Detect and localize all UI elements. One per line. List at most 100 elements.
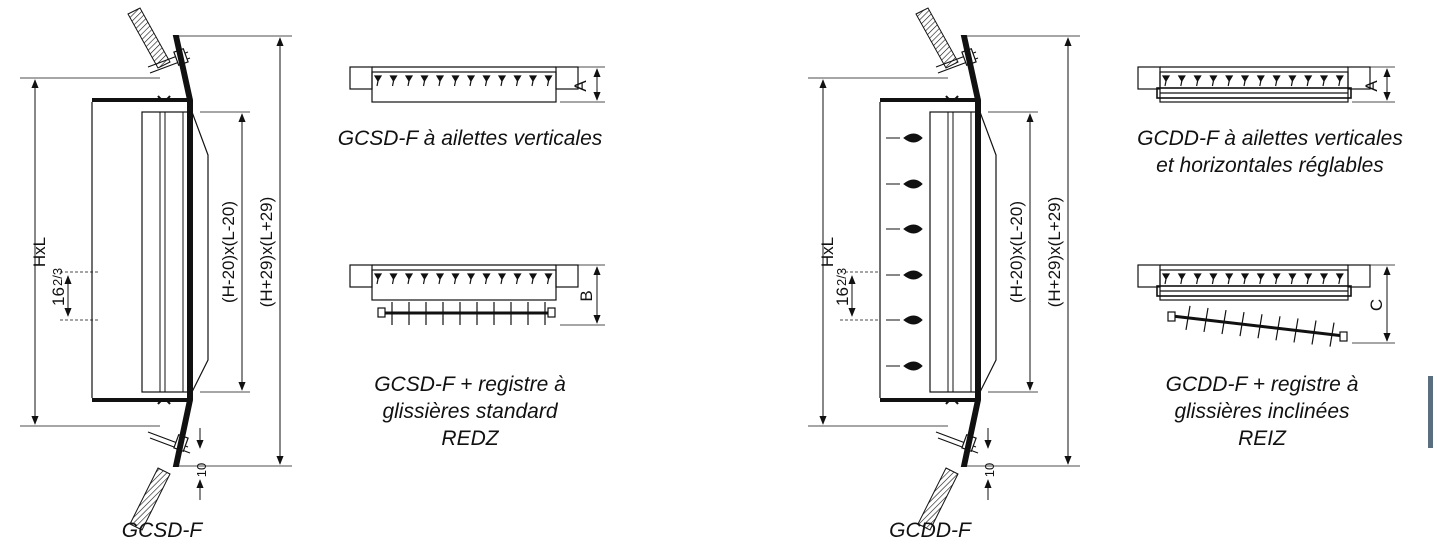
blade-stem — [1290, 278, 1293, 285]
blade-stem — [1211, 278, 1214, 285]
gcdd-top-dim-a: A — [1362, 80, 1381, 92]
blade-head — [497, 273, 507, 281]
gcsd-dim-outer: (H+29)x(L+29) — [257, 197, 276, 308]
blade-head — [497, 75, 507, 83]
blade-stem — [407, 80, 410, 87]
gcsd-bottom-view — [349, 264, 605, 326]
wall-bottom — [917, 467, 959, 531]
blade-stem — [531, 80, 534, 87]
blade-head — [466, 273, 476, 281]
blade-stem — [469, 80, 472, 87]
blade-stem — [407, 278, 410, 285]
blade-head — [1335, 273, 1344, 281]
gcdd-bottom-caption-3: REIZ — [1238, 427, 1287, 450]
blade-head — [435, 75, 445, 83]
blade-head — [404, 273, 414, 281]
inclined-damper-blades — [1185, 305, 1335, 347]
gcdd-dim-inner: (H-20)x(L-20) — [1007, 201, 1026, 303]
blade-stem — [531, 278, 534, 285]
gcsd-title: GCSD-F — [122, 519, 204, 542]
blade-head — [1272, 273, 1281, 281]
blade-stem — [438, 80, 441, 87]
blade-stem — [1275, 278, 1278, 285]
gcdd-section-drawing — [808, 7, 1080, 531]
blade-head — [1193, 75, 1202, 83]
blade-head — [420, 273, 429, 281]
horizontal-blades — [886, 133, 923, 371]
blade-stem — [546, 278, 550, 285]
blade-head — [373, 75, 383, 83]
blade-head — [1225, 75, 1234, 83]
blade-head — [435, 273, 445, 281]
blade-head — [528, 75, 538, 83]
blade-stem — [1306, 278, 1309, 285]
blade-head — [1319, 75, 1329, 83]
blade-head — [513, 273, 522, 281]
blade-head — [1225, 273, 1234, 281]
gcsd-top-dim-a: A — [571, 80, 590, 92]
blade-stem — [1227, 278, 1230, 285]
blade-stem — [484, 278, 488, 285]
blade-head — [1304, 75, 1313, 83]
blade-head — [1161, 273, 1171, 281]
blade-head — [1256, 273, 1265, 281]
blade-stem — [1322, 278, 1325, 285]
blade-head — [1256, 75, 1265, 83]
blade-head — [451, 273, 460, 281]
blade-head — [544, 75, 553, 83]
gcsd-bottom-caption-1: GCSD-F + registre à — [374, 373, 566, 396]
blade-head — [1240, 273, 1250, 281]
gcdd-dim-pitch-frac: 2/3 — [834, 268, 849, 286]
blade-head — [1177, 75, 1186, 83]
gcdd-bottom-view — [1137, 264, 1395, 347]
blade-stem — [1196, 278, 1199, 285]
damper-blade — [1293, 318, 1299, 343]
blade-stem — [376, 278, 379, 285]
wall-bottom — [129, 467, 171, 531]
blade-stem — [1211, 80, 1214, 87]
gcsd-bottom-dim-b: B — [577, 290, 596, 301]
blade-row-4 — [1161, 273, 1344, 285]
blade-head — [1161, 75, 1171, 83]
blade-stem — [422, 80, 426, 87]
blade-stem — [469, 278, 472, 285]
blade-head — [389, 75, 398, 83]
blade-head — [1288, 75, 1297, 83]
blade-stem — [1180, 80, 1183, 87]
blade-stem — [422, 278, 426, 285]
blade-row-3 — [1161, 75, 1344, 87]
blade-stem — [1243, 278, 1246, 285]
damper-blades — [391, 302, 546, 325]
blade-head — [1209, 273, 1218, 281]
damper-blade — [1185, 305, 1191, 330]
blade-stem — [1196, 80, 1199, 87]
blade-stem — [484, 80, 488, 87]
blade-head — [1193, 273, 1202, 281]
damper-blade — [1239, 312, 1245, 337]
blade-head — [389, 273, 398, 281]
gcsd-dim-pitch-frac: 2/3 — [50, 268, 65, 286]
blade-head — [1304, 273, 1313, 281]
page-tab-marker — [1428, 376, 1433, 448]
gcdd-title: GCDD-F — [889, 519, 972, 542]
blade-head — [1240, 75, 1250, 83]
blade-stem — [1259, 80, 1262, 87]
blade-stem — [1164, 278, 1167, 285]
blade-stem — [391, 80, 395, 87]
blade-head — [482, 273, 491, 281]
gcsd-dim-pitch: 16 — [49, 287, 68, 306]
blade-stem — [1180, 278, 1183, 285]
gcdd-top-view — [1137, 66, 1395, 103]
blade-head — [1335, 75, 1344, 83]
damper-blade — [1329, 322, 1335, 347]
blade-head — [513, 75, 522, 83]
blade-head — [466, 75, 476, 83]
damper-blade — [1311, 320, 1317, 345]
gcsd-dim-overall: HxL — [30, 237, 49, 267]
blade-stem — [453, 278, 457, 285]
gcsd-bottom-caption-3: REDZ — [441, 427, 499, 450]
gcsd-top-view — [349, 66, 605, 103]
gcsd-bottom-caption-2: glissières standard — [382, 400, 558, 423]
damper-blade — [1221, 309, 1227, 335]
